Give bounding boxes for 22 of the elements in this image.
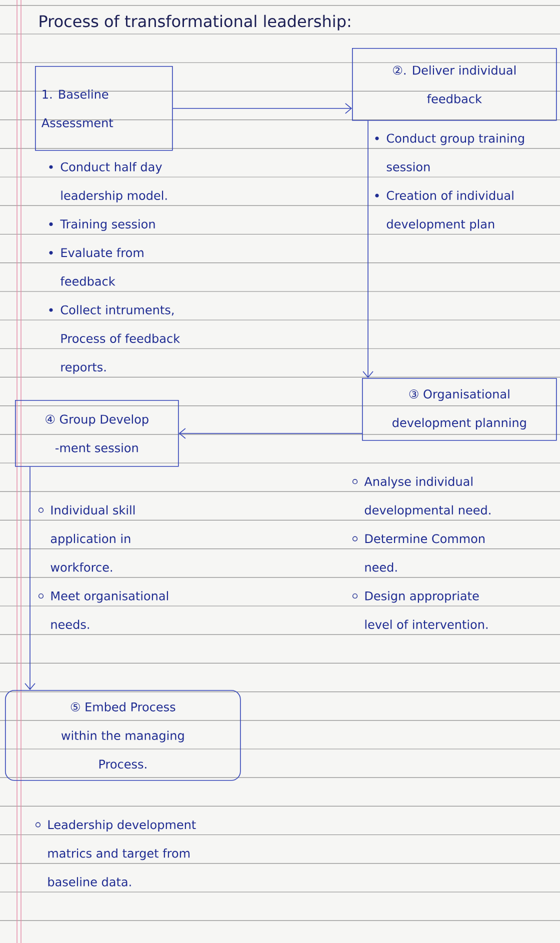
bullet-text: Conduct half day leadership model. <box>60 162 167 202</box>
process-box: ③ Organisational development planning <box>362 378 557 441</box>
bullet-text: Creation of individual development plan <box>386 190 514 231</box>
bullet-text: Evaluate from feedback <box>60 248 144 286</box>
bullet-text: Training session <box>60 219 155 231</box>
bullet-text: Design appropriate level of intervention. <box>365 591 488 629</box>
arrow <box>24 466 36 690</box>
title: Process of transformational leadership: <box>40 14 350 30</box>
bullet-text: Meet organisational needs. <box>51 591 168 629</box>
process-box: ②. Deliver individual feedback <box>352 48 557 121</box>
arrow <box>172 103 352 114</box>
arrow <box>362 120 374 378</box>
bullet-text: Leadership development matrics and target from baseline data. <box>48 820 196 886</box>
process-box: ⑤ Embed Process within the managing Process. <box>5 690 241 781</box>
process-box: 1. Baseline Assessment <box>35 66 173 151</box>
process-box: ④ Group Develop -ment session <box>15 400 179 467</box>
bullet-text: Individual skill application in workforce. <box>50 505 135 572</box>
bullet-text: Analyse individual developmental need. <box>364 476 490 517</box>
bullet-text: Conduct group training session <box>386 134 524 172</box>
bullet-text: Determine Common need. <box>365 534 484 572</box>
arrow <box>178 428 362 439</box>
bullet-text: Collect intruments, Process of feedback reports. <box>60 305 180 374</box>
